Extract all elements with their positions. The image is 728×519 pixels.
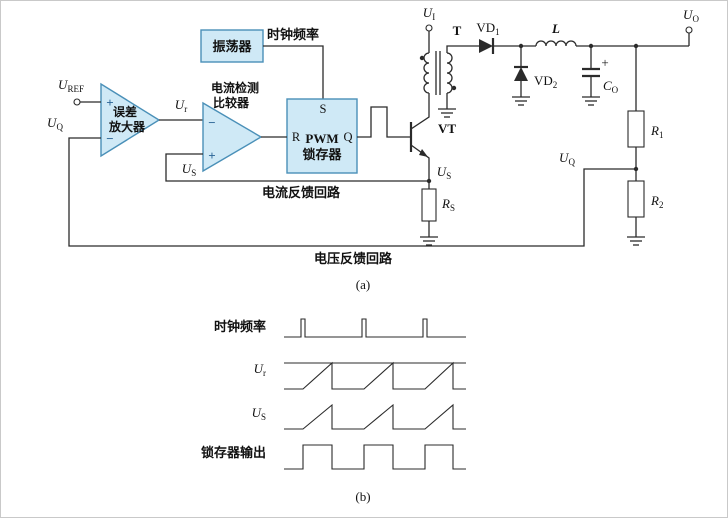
waveform-ur: Ur <box>254 361 466 390</box>
ur-wire: Ur <box>159 97 203 121</box>
us-comparator-label: US <box>182 161 196 178</box>
waveform-us-label: US <box>252 405 266 422</box>
resistor-r1: R1 <box>627 43 663 172</box>
capacitor-co: + CO <box>581 43 619 106</box>
error-amp-label-1: 误差 <box>113 104 137 119</box>
pwm-label-2: 锁存器 <box>302 147 342 162</box>
error-amplifier: + − 误差 放大器 <box>100 82 161 158</box>
vd1-label: VD1 <box>476 20 499 37</box>
secondary-polarity-dot <box>451 85 457 91</box>
rs-label: RS <box>441 196 455 213</box>
ur-label: Ur <box>175 97 187 114</box>
ground-symbol-rs <box>419 236 439 246</box>
waveform-us: US <box>252 403 466 430</box>
waveform-ur-label: Ur <box>254 361 266 378</box>
uref-terminal: UREF <box>58 77 101 106</box>
ui-terminal: UI <box>423 5 435 32</box>
error-amp-minus-sign: − <box>106 131 113 146</box>
transistor-vt: VT <box>409 93 456 181</box>
error-amp-label-2: 放大器 <box>108 119 146 134</box>
vd2-label: VD2 <box>534 73 557 90</box>
pwm-label-1: PWM <box>305 131 338 146</box>
us-node-label: US <box>437 164 451 181</box>
pin-q: Q <box>343 130 352 144</box>
current-comparator: − + 电流检测 比较器 <box>202 80 263 173</box>
diode-vd2: VD2 <box>511 43 557 106</box>
cap-plus-sign: + <box>601 55 608 70</box>
comparator-label-2: 比较器 <box>213 95 250 110</box>
r2-label: R2 <box>650 193 663 210</box>
error-amp-plus-sign: + <box>106 95 113 110</box>
uo-terminal: UO <box>683 7 699 46</box>
waveform-latch-label: 锁存器输出 <box>201 445 266 460</box>
comparator-label-1: 电流检测 <box>211 80 259 95</box>
ground-symbol-secondary <box>437 108 457 118</box>
ground-symbol-co <box>581 96 601 106</box>
r1-label: R1 <box>650 123 663 140</box>
ground-symbol-r2 <box>626 236 646 246</box>
caption-b: (b) <box>355 489 370 504</box>
uref-label: UREF <box>58 77 84 94</box>
current-feedback-loop: 电流反馈回路 <box>165 153 429 200</box>
clock-signal-wire: 时钟频率 <box>263 27 324 99</box>
inductor-l: L <box>535 21 689 47</box>
waveform-latch-output: 锁存器输出 <box>201 444 466 470</box>
oscillator-block: 振荡器 <box>200 29 264 63</box>
transformer-t: T <box>419 23 479 118</box>
uq-left-label: UQ <box>47 115 63 132</box>
comparator-minus-sign: − <box>208 115 215 130</box>
current-loop-label: 电流反馈回路 <box>262 185 341 200</box>
uo-label: UO <box>683 7 699 24</box>
resistor-r2: R2 <box>626 169 663 246</box>
pin-r: R <box>292 130 301 144</box>
caption-a: (a) <box>356 277 370 292</box>
pwm-latch-block: S R Q PWM 锁存器 <box>261 98 358 174</box>
pin-s: S <box>320 102 327 116</box>
ground-symbol-vd2 <box>511 96 531 106</box>
voltage-feedback-loop: 电压反馈回路 <box>68 137 636 266</box>
co-label: CO <box>603 78 619 95</box>
clock-frequency-label: 时钟频率 <box>267 27 319 42</box>
diode-vd1: VD1 <box>476 20 536 54</box>
vt-label: VT <box>438 121 456 136</box>
resistor-rs: US RS <box>419 164 455 246</box>
uq-right-label: UQ <box>559 150 575 167</box>
l-label: L <box>551 21 560 36</box>
ui-label: UI <box>423 5 435 22</box>
emitter-arrow <box>419 149 428 157</box>
waveform-clock: 时钟频率 <box>214 318 466 338</box>
primary-polarity-dot <box>419 55 425 61</box>
voltage-loop-label: 电压反馈回路 <box>314 251 393 266</box>
pulse-symbol <box>357 106 411 138</box>
waveform-clock-label: 时钟频率 <box>214 319 266 334</box>
oscillator-label: 振荡器 <box>212 39 252 54</box>
comparator-plus-sign: + <box>208 148 215 163</box>
transformer-label: T <box>453 23 462 38</box>
